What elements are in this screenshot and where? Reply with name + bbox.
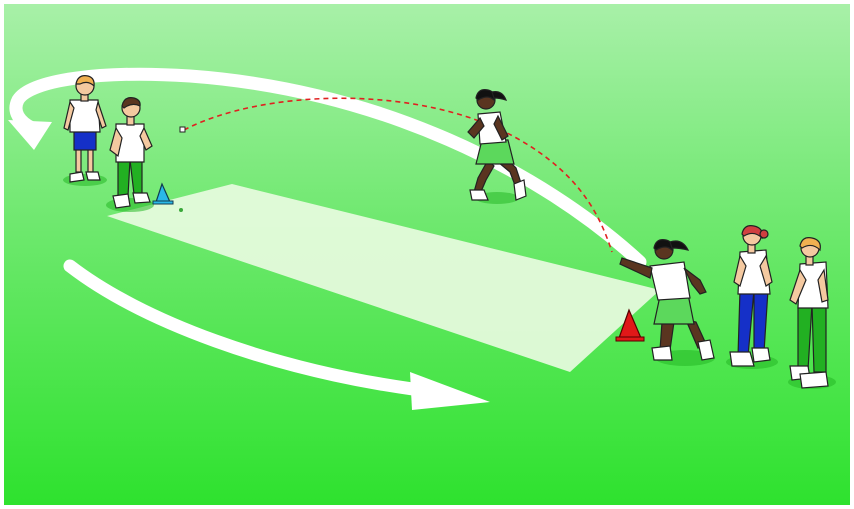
pitch	[107, 184, 660, 372]
waiting-player-1	[729, 225, 773, 367]
rotation-arrow-top	[8, 67, 647, 269]
red-cone	[615, 308, 645, 342]
ball	[179, 126, 186, 133]
fielder-green-trousers	[109, 97, 153, 209]
ball-marker	[179, 208, 183, 212]
waiting-player-2	[789, 237, 829, 389]
fielder-blue-shorts	[63, 75, 107, 183]
blue-cone	[152, 182, 174, 205]
thrower-girl	[619, 239, 715, 361]
rotation-arrow-bottom	[63, 259, 490, 410]
runner-girl	[467, 89, 527, 201]
